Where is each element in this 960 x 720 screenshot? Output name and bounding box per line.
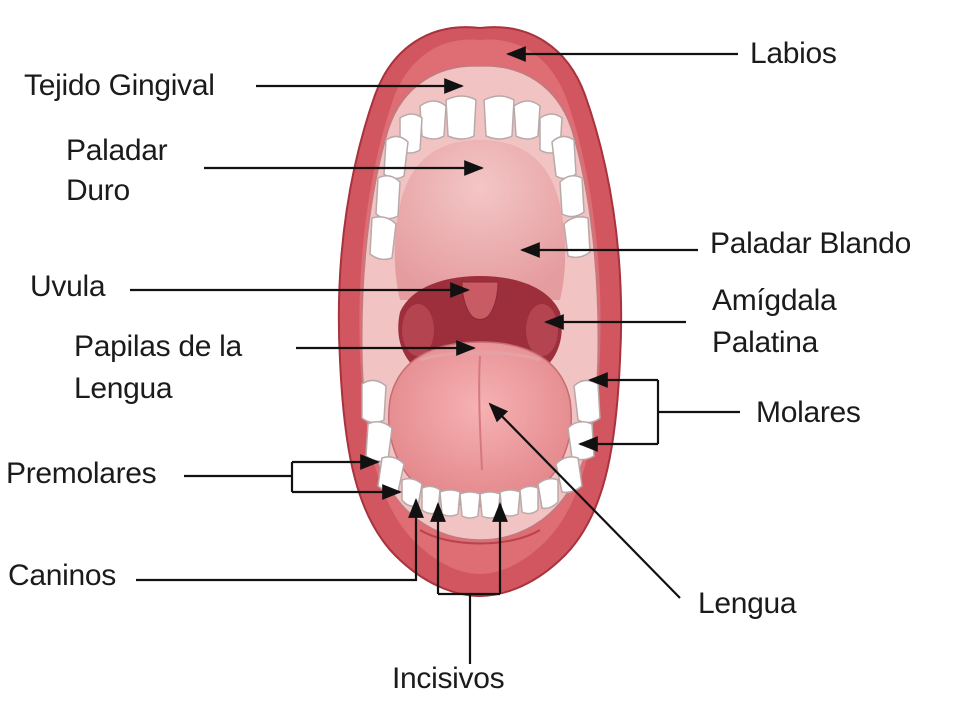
label-tejido-gingival: Tejido Gingival: [24, 69, 215, 102]
label-uvula: Uvula: [30, 270, 106, 303]
label-amigdala-line2: Palatina: [712, 326, 819, 359]
label-lengua: Lengua: [698, 587, 797, 620]
upper-teeth: [369, 95, 591, 261]
line-caninos: [136, 498, 424, 582]
label-paladar-duro-line1: Paladar: [66, 134, 168, 167]
tonsil-left: [402, 304, 434, 356]
tonsil-right: [526, 304, 558, 356]
label-premolares: Premolares: [6, 457, 157, 490]
label-papilas-line1: Papilas de la: [74, 330, 242, 363]
label-papilas-line2: Lengua: [74, 372, 173, 405]
label-paladar-duro-line2: Duro: [66, 174, 130, 207]
leader-lines: [130, 46, 740, 664]
uvula-shape: [461, 281, 499, 320]
label-labios: Labios: [750, 37, 837, 70]
label-amigdala-line1: Amígdala: [712, 284, 837, 317]
label-caninos: Caninos: [8, 559, 116, 592]
palate: [394, 140, 566, 300]
label-paladar-blando: Paladar Blando: [710, 227, 911, 260]
label-molares: Molares: [756, 396, 861, 429]
line-lengua: [488, 402, 681, 599]
label-incisivos: Incisivos: [392, 662, 505, 695]
